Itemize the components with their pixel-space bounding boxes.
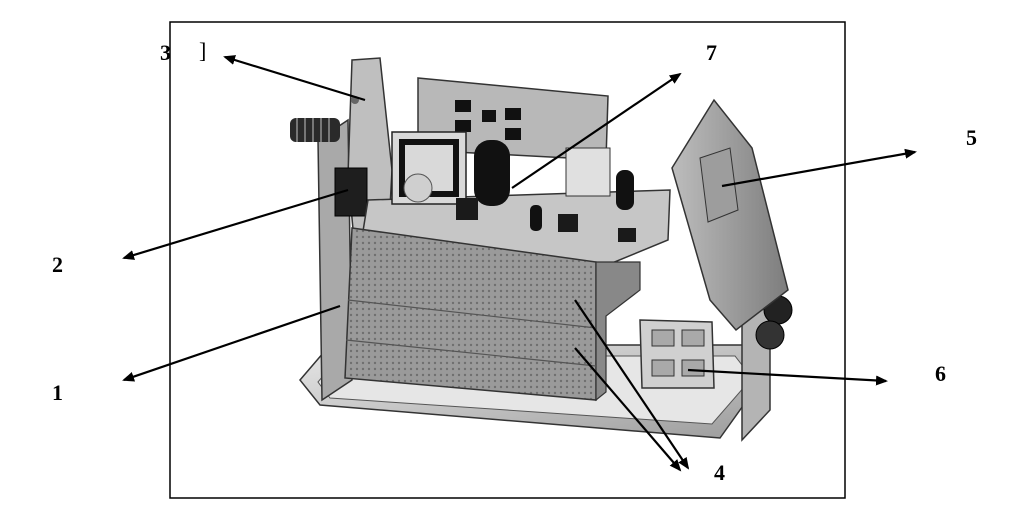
leader-7 [511, 72, 682, 189]
rear-pcb-chips [455, 100, 521, 140]
figure-frame [169, 21, 846, 499]
capacitor-small [616, 170, 634, 210]
shield-divider-1 [347, 299, 597, 329]
callout-labels: ] 3 7 5 2 1 6 4 [52, 38, 977, 485]
capacitor-mini [530, 205, 542, 231]
callout-2: 2 [52, 252, 63, 277]
spring-knob [290, 118, 340, 142]
small-component-a [456, 198, 478, 220]
leader-1 [122, 304, 341, 382]
bracket-mark: ] [199, 38, 206, 63]
hinged-cover-tab [699, 147, 739, 223]
transformer [391, 131, 467, 205]
cable-gland-lower [755, 320, 785, 350]
perforated-shield-side [595, 261, 641, 402]
leader-arrows [122, 55, 917, 472]
leader-4b [574, 347, 682, 472]
leader-6 [687, 368, 888, 386]
callout-3: 3 [160, 40, 171, 65]
small-component-c [618, 228, 636, 242]
callout-6: 6 [935, 361, 946, 386]
capacitor-large [474, 140, 510, 206]
leader-3 [223, 55, 366, 102]
terminal-block [639, 319, 715, 389]
leader-5 [721, 148, 917, 188]
leader-4a [574, 299, 690, 470]
device-drawing [290, 57, 793, 442]
hinged-cover [671, 98, 789, 332]
callout-1: 1 [52, 380, 63, 405]
shield-divider-2 [345, 339, 597, 367]
callout-5: 5 [966, 125, 977, 150]
relay [565, 147, 611, 197]
leader-2 [122, 188, 349, 260]
callout-7: 7 [706, 40, 717, 65]
callout-4: 4 [714, 460, 725, 485]
small-component-b [558, 214, 578, 232]
